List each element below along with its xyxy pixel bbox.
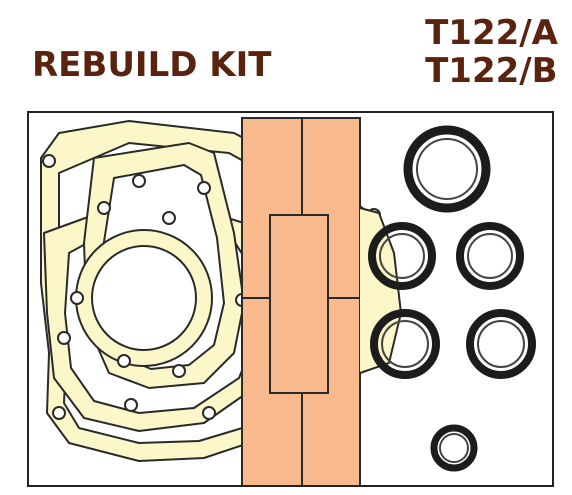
part-number-a: T122/A bbox=[425, 13, 558, 53]
kit-illustration bbox=[40, 117, 536, 485]
seal-large bbox=[403, 125, 491, 213]
seal-mid-right bbox=[456, 222, 524, 290]
part-number-b: T122/B bbox=[425, 51, 558, 91]
kit-contents-image bbox=[27, 111, 554, 487]
seal-low-right bbox=[466, 309, 536, 379]
plate-center bbox=[269, 214, 329, 394]
seal-low-left bbox=[370, 309, 440, 379]
seal-small bbox=[430, 424, 478, 472]
part-numbers: T122/A T122/B bbox=[425, 14, 558, 90]
seal-mid-left bbox=[368, 222, 436, 290]
kit-title: REBUILD KIT bbox=[32, 45, 272, 85]
